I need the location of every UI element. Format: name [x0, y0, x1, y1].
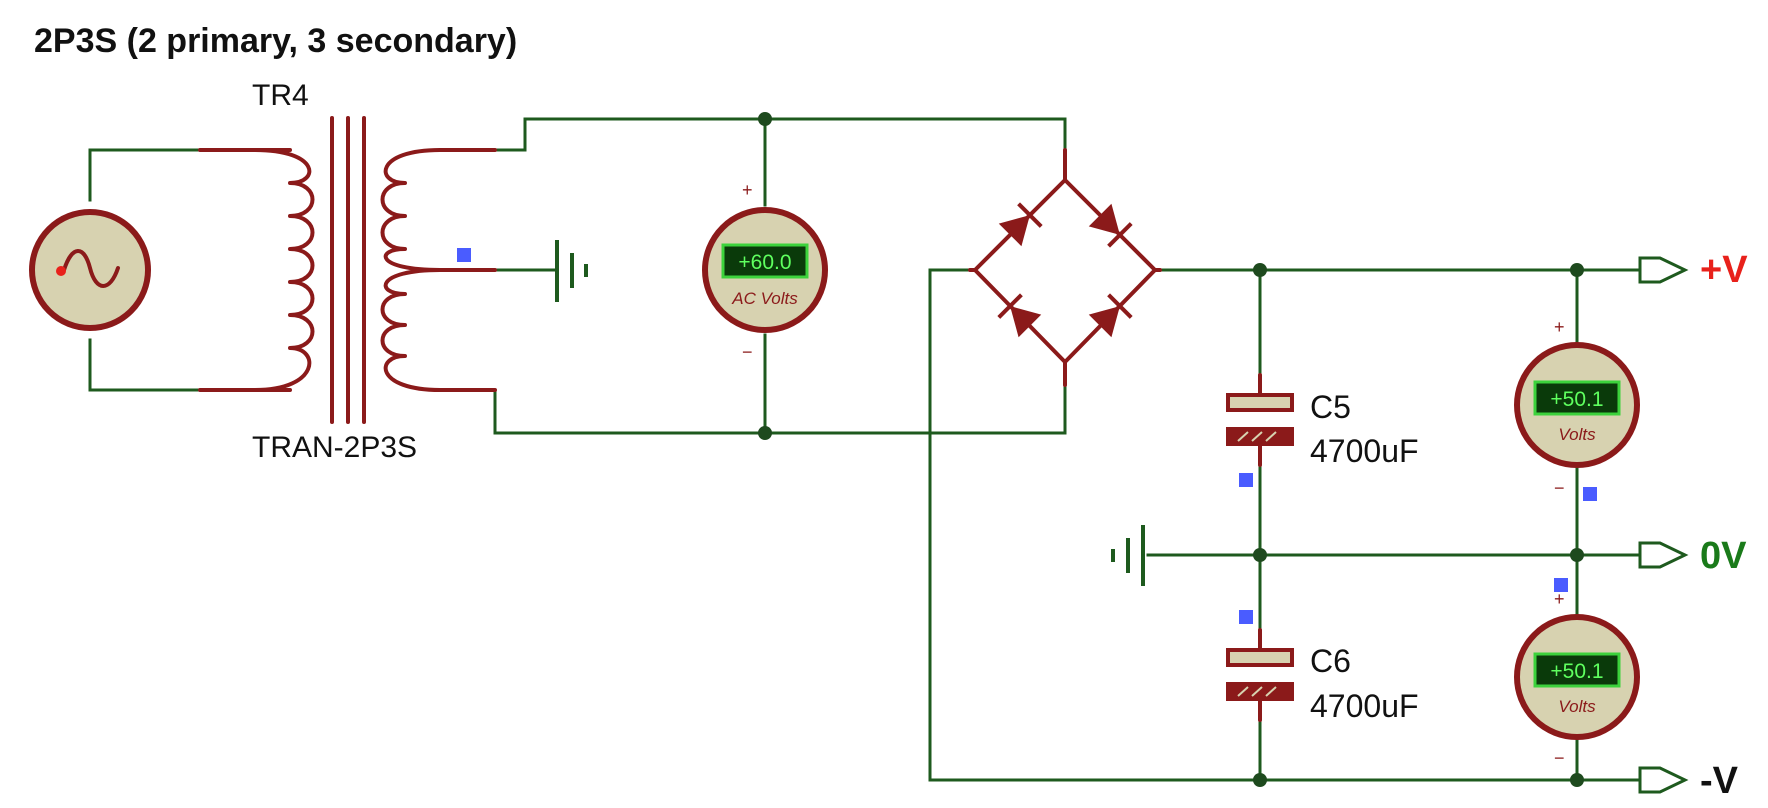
dc-voltmeter-bottom-display: [1533, 652, 1621, 688]
terminal-positive-label: +V: [1700, 249, 1748, 291]
source-pin-marker: [56, 266, 66, 276]
dc-voltmeter-bottom-reading: +50.1: [1550, 660, 1603, 683]
dc-voltmeter-top-plus: +: [1554, 317, 1565, 337]
c5-hatch: [1237, 431, 1277, 442]
dc-voltmeter-top[interactable]: +50.1 Volts + −: [1514, 317, 1640, 498]
dc-voltmeter-bottom[interactable]: +50.1 Volts + −: [1514, 589, 1640, 768]
ac-source[interactable]: [29, 209, 151, 331]
c5-plate-positive: [1226, 393, 1294, 412]
c6-ref: C6: [1310, 643, 1351, 679]
primary-coil: [253, 148, 315, 392]
ac-voltmeter-unit: AC Volts: [731, 289, 798, 308]
ac-voltmeter-display: [721, 243, 809, 279]
dc-voltmeter-top-reading: +50.1: [1550, 388, 1603, 411]
schematic-title: 2P3S (2 primary, 3 secondary): [34, 22, 517, 60]
ac-voltmeter-reading: +60.0: [738, 251, 791, 274]
junction-dot: [1253, 263, 1267, 277]
ground-symbol-center-tap: [555, 240, 588, 302]
dc-voltmeter-bottom-minus: −: [1554, 748, 1565, 768]
wire-source-bottom: [88, 338, 202, 392]
junction-dot: [1253, 548, 1267, 562]
terminal-arrow-icon: [1638, 766, 1689, 794]
wire-secondary-bottom: [493, 383, 1067, 435]
pin-marker: [457, 248, 471, 262]
diode-icon: [997, 293, 1042, 338]
ground-symbol-rail: [1111, 525, 1145, 586]
transformer-part: TRAN-2P3S: [252, 431, 417, 464]
pin-marker: [1583, 487, 1597, 501]
ac-voltmeter-minus: −: [742, 342, 753, 362]
capacitor-c5[interactable]: C5 4700uF: [1226, 373, 1419, 469]
diode-icon: [1088, 203, 1133, 248]
transformer[interactable]: TR4 TRAN-2P3S: [198, 79, 497, 464]
terminal-arrow-icon: [1638, 541, 1689, 569]
junction-dot: [1570, 773, 1584, 787]
ac-voltmeter[interactable]: +60.0 AC Volts + −: [702, 180, 828, 362]
ac-voltmeter-plus: +: [742, 180, 753, 200]
junctions: [758, 112, 1584, 787]
dc-voltmeter-top-unit: Volts: [1558, 425, 1596, 444]
bridge-outline: [973, 178, 1157, 364]
terminal-ground-label: 0V: [1700, 535, 1747, 577]
c6-plate-positive: [1226, 648, 1294, 667]
dc-voltmeter-top-display: [1533, 380, 1621, 416]
pin-marker: [1239, 473, 1253, 487]
terminal-arrow-icon: [1638, 256, 1689, 284]
pin-markers: [457, 248, 1597, 624]
c6-plate-negative: [1226, 682, 1294, 701]
wire-secondary-top: [493, 117, 1067, 152]
wire-source-top: [88, 148, 202, 202]
junction-dot: [758, 112, 772, 126]
c5-ref: C5: [1310, 389, 1351, 425]
secondary-coil-upper: [380, 148, 442, 272]
terminal-negative[interactable]: -V: [1638, 760, 1739, 802]
terminal-negative-label: -V: [1700, 760, 1739, 802]
c5-value: 4700uF: [1310, 433, 1419, 469]
junction-dot: [1253, 773, 1267, 787]
wires: [88, 117, 1642, 782]
diode-icon: [998, 202, 1043, 247]
bridge-rectifier[interactable]: [968, 148, 1162, 387]
junction-dot: [758, 426, 772, 440]
junction-dot: [1570, 548, 1584, 562]
c6-value: 4700uF: [1310, 688, 1419, 724]
pin-marker: [1239, 610, 1253, 624]
wire-negative-rail: [928, 268, 1642, 782]
diode-icon: [1088, 293, 1133, 338]
junction-dot: [1570, 263, 1584, 277]
c6-hatch: [1237, 686, 1277, 697]
secondary-coil-lower: [380, 268, 442, 392]
dc-voltmeter-bottom-plus: +: [1554, 589, 1565, 609]
terminal-positive[interactable]: +V: [1638, 249, 1748, 291]
capacitor-c6[interactable]: C6 4700uF: [1226, 628, 1419, 724]
terminal-ground[interactable]: 0V: [1638, 535, 1747, 577]
pin-marker: [1554, 578, 1568, 592]
dc-voltmeter-bottom-unit: Volts: [1558, 697, 1596, 716]
sine-wave-icon: [62, 249, 120, 288]
transformer-ref: TR4: [252, 79, 309, 112]
c5-plate-negative: [1226, 427, 1294, 446]
dc-voltmeter-top-minus: −: [1554, 478, 1565, 498]
